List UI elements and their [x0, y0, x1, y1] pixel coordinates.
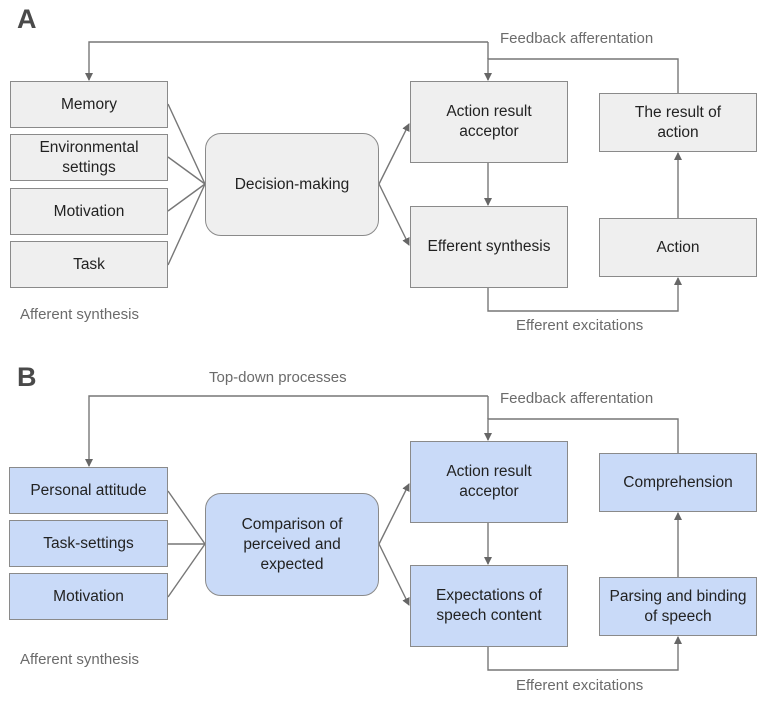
b-expectations-text: Expectations of speech content [436, 587, 542, 624]
b-afferent-synthesis-label: Afferent synthesis [20, 651, 139, 668]
a-memory-link [167, 103, 206, 185]
a-action: Action [599, 218, 757, 277]
b-action-result-acceptor-text: Action result acceptor [446, 463, 532, 500]
a-input-memory: Memory [10, 81, 168, 128]
a-input-motivation: Motivation [10, 188, 168, 235]
a-result-of-action: The result of action [599, 93, 757, 152]
panel-a-label: A [17, 4, 37, 34]
b-decision-to-efferent [378, 543, 410, 606]
a-task-link [167, 183, 206, 266]
b-comparison-node-text: Comparison of perceived and expected [241, 515, 343, 573]
a-decision-to-efferent [378, 183, 410, 246]
a-action-result-acceptor: Action result acceptor [410, 81, 568, 163]
a-excitation-line [487, 277, 682, 312]
a-action-result-acceptor-text: Action result acceptor [446, 103, 532, 140]
b-top-loop-line [85, 395, 488, 467]
b-decision-to-acceptor [378, 483, 410, 545]
a-efferent-synthesis: Efferent synthesis [410, 206, 568, 288]
b-feedback-line [484, 418, 679, 453]
b-top-down-processes-label: Top-down processes [209, 369, 347, 386]
b-action-result-acceptor: Action result acceptor [410, 441, 568, 523]
panel-b-label: B [17, 362, 37, 392]
b-expectations-of-speech-content: Expectations of speech content [410, 565, 568, 647]
b-comprehension: Comprehension [599, 453, 757, 512]
a-input-environmental-settings-text: Environmental settings [39, 138, 139, 176]
b-motivation-link [167, 543, 206, 598]
b-comparison-node: Comparison of perceived and expected [205, 493, 379, 596]
a-feedback-line [484, 58, 679, 93]
a-result-of-action-text: The result of action [634, 103, 722, 141]
a-env-link [167, 156, 206, 185]
b-input-personal-attitude: Personal attitude [9, 467, 168, 514]
b-parsing-and-binding: Parsing and binding of speech [599, 577, 757, 636]
a-feedback-afferentation-label: Feedback afferentation [500, 30, 654, 47]
a-efferent-excitations-label: Efferent excitations [516, 317, 644, 334]
a-input-environmental-settings: Environmental settings [10, 134, 168, 181]
b-feedback-afferentation-label: Feedback afferentation [500, 390, 654, 407]
a-top-loop-line [85, 41, 488, 81]
b-input-motivation: Motivation [9, 573, 168, 620]
b-excitation-line [487, 636, 682, 671]
a-input-task: Task [10, 241, 168, 288]
a-decision-making-node: Decision-making [205, 133, 379, 236]
b-input-task-settings: Task-settings [9, 520, 168, 567]
b-efferent-excitations-label: Efferent excitations [516, 677, 644, 694]
b-attitude-link [167, 490, 206, 545]
a-motivation-link [167, 183, 206, 212]
b-parsing-text: Parsing and binding of speech [609, 587, 747, 625]
a-decision-to-acceptor [378, 123, 410, 185]
a-afferent-synthesis-label: Afferent synthesis [20, 306, 139, 323]
